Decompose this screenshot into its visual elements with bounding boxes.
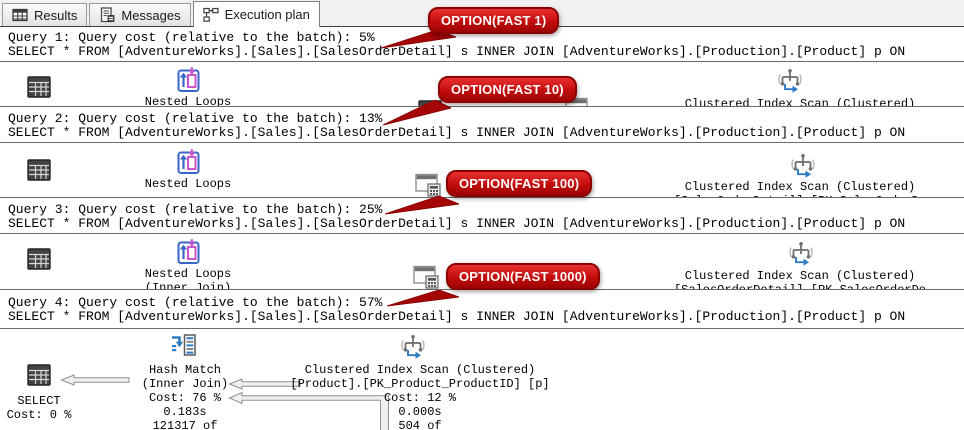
callout-option-fast-1000: OPTION(FAST 1000): [446, 263, 600, 290]
compute-scalar-icon[interactable]: [413, 263, 439, 289]
hash-match-icon[interactable]: [171, 333, 197, 357]
clustered-index-scan-rows: 504 of: [398, 419, 442, 430]
clustered-index-scan-label: Clustered Index Scan (Clustered): [684, 97, 916, 107]
clustered-index-scan-cost: Cost: 12 %: [383, 391, 456, 405]
tab-messages-label: Messages: [121, 7, 181, 23]
nested-loops-icon[interactable]: [176, 148, 201, 175]
hash-match-rows: 121317 of: [152, 419, 218, 430]
nested-loops-sublabel: (Inner Join): [144, 281, 232, 290]
nested-loops-icon[interactable]: [176, 238, 201, 265]
hash-match-label: Hash Match: [148, 363, 221, 377]
tab-messages[interactable]: Messages: [89, 3, 191, 26]
query-4-sql-text: SELECT * FROM [AdventureWorks].[Sales].[…: [8, 309, 906, 324]
clustered-index-scan-icon[interactable]: [788, 240, 814, 266]
callout-tail: [386, 289, 460, 307]
nested-loops-icon[interactable]: [176, 66, 201, 93]
hash-match-cost: Cost: 76 %: [148, 391, 221, 405]
nested-loops-label: Nested Loops: [144, 177, 232, 191]
hash-match-join-type: (Inner Join): [141, 377, 229, 391]
hash-match-time: 0.183s: [163, 405, 207, 419]
query-3-cost-text: Query 3: Query cost (relative to the bat…: [8, 202, 383, 217]
tab-execution-plan-label: Execution plan: [224, 7, 310, 22]
select-operator-icon[interactable]: [27, 363, 51, 387]
messages-icon: [99, 7, 115, 23]
select-cost-label: Cost: 0 %: [6, 408, 72, 422]
select-operator-icon[interactable]: [27, 158, 51, 182]
callout-tail: [382, 99, 453, 126]
select-operator-icon[interactable]: [27, 247, 51, 271]
compute-scalar-icon[interactable]: [415, 171, 441, 197]
tab-execution-plan[interactable]: Execution plan: [192, 1, 320, 27]
clustered-index-scan-label: Clustered Index Scan (Clustered): [304, 363, 536, 377]
clustered-index-scan-object: [Product].[PK_Product_ProductID] [p]: [290, 377, 550, 391]
clustered-index-scan-label: Clustered Index Scan (Clustered): [684, 180, 916, 194]
clustered-index-scan-sublabel: [SalesOrderDetail].[PK_SalesOrderDe: [673, 283, 927, 290]
select-label: SELECT: [17, 394, 61, 408]
nested-loops-label: Nested Loops: [144, 95, 232, 107]
plan-elbow-arrow: [228, 391, 390, 430]
clustered-index-scan-icon[interactable]: [790, 152, 816, 178]
query-3-sql-text: SELECT * FROM [AdventureWorks].[Sales].[…: [8, 216, 906, 231]
callout-option-fast-1: OPTION(FAST 1): [428, 7, 560, 34]
tab-results[interactable]: Results: [2, 3, 88, 26]
clustered-index-scan-label: Clustered Index Scan (Clustered): [684, 269, 916, 283]
execution-plan-icon: [203, 7, 219, 23]
clustered-index-scan-icon[interactable]: [400, 333, 426, 359]
callout-option-fast-10: OPTION(FAST 10): [438, 76, 577, 103]
query-1-sql-text: SELECT * FROM [AdventureWorks].[Sales].[…: [8, 44, 906, 59]
results-grid-icon: [12, 7, 28, 23]
query-4-cost-text: Query 4: Query cost (relative to the bat…: [8, 295, 383, 310]
callout-option-fast-100: OPTION(FAST 100): [446, 170, 593, 197]
clustered-index-scan-icon[interactable]: [777, 67, 803, 93]
plan-arrow: [60, 374, 130, 386]
clustered-index-scan-sublabel: [SalesOrderDetail].[PK_SalesOrderDe: [665, 194, 935, 197]
plan-arrow: [228, 378, 301, 390]
callout-tail: [384, 195, 461, 215]
query-4-plan-pane: SELECT Cost: 0 % Hash Match (Inner Join)…: [0, 328, 964, 430]
clustered-index-scan-time: 0.000s: [398, 405, 442, 419]
tab-bar: Results Messages Execution plan: [0, 0, 964, 27]
tab-results-label: Results: [34, 7, 78, 23]
select-operator-icon[interactable]: [27, 75, 51, 99]
query-1-cost-text: Query 1: Query cost (relative to the bat…: [8, 30, 375, 45]
query-2-sql-text: SELECT * FROM [AdventureWorks].[Sales].[…: [8, 125, 906, 140]
query-2-cost-text: Query 2: Query cost (relative to the bat…: [8, 111, 383, 126]
nested-loops-label: Nested Loops: [144, 267, 232, 281]
